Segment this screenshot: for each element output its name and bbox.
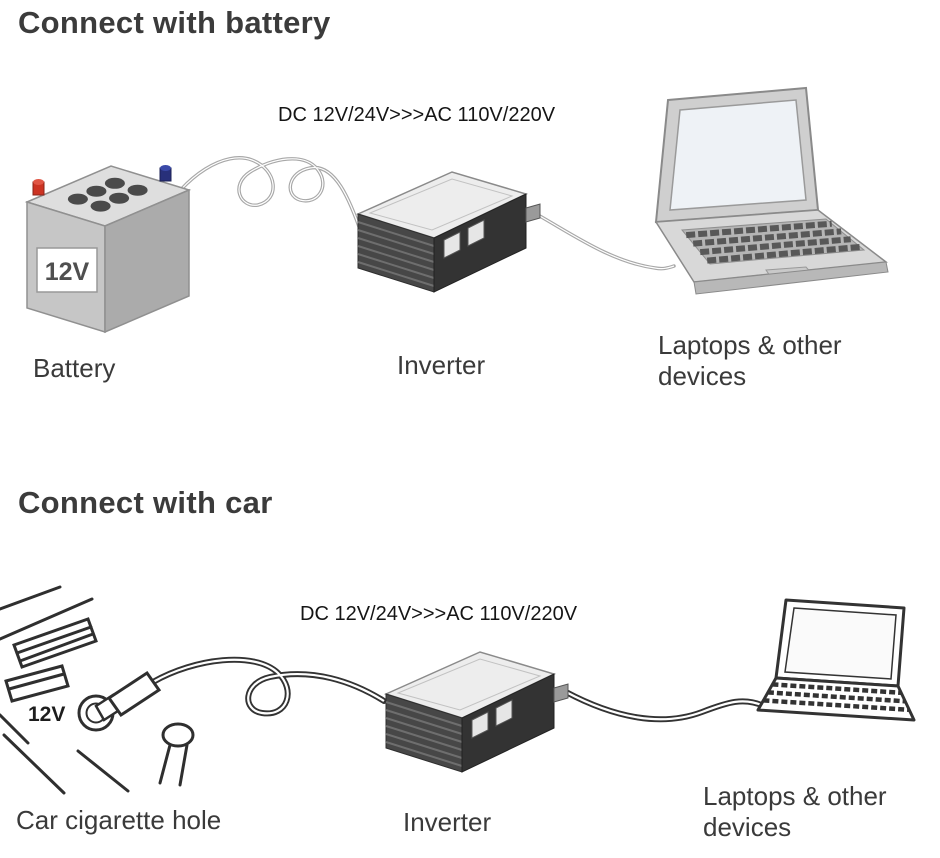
battery-illustration: 12V [15,140,200,340]
battery-voltage-text: 12V [45,258,90,286]
gear-shifter [158,722,195,787]
laptop-outline-screen-inner [784,607,897,680]
battery-label: Battery [33,353,116,383]
inverter-plug-stub [553,683,569,703]
car-dashboard-illustration: 12V [0,585,240,797]
battery-positive-terminal [32,179,45,196]
inverter-outlet-2 [467,219,485,247]
conversion-label-car: DC 12V/24V>>>AC 110V/220V [300,603,578,625]
inverter-top-bevel [396,658,542,711]
cable-inverter-to-laptop [563,689,767,723]
devices-label-battery: Laptops & other devices [658,330,842,391]
section-connect-with-battery: Connect with battery DC 12V/24V>>>AC 110… [15,5,910,391]
socket-voltage-text: 12V [28,703,65,726]
inverter-outlet-2 [495,699,513,727]
car-socket-label: Car cigarette hole [16,805,222,835]
laptop-screen [669,99,807,211]
laptop-outline-key-rows [763,682,910,713]
laptop-outline-illustration [752,588,937,778]
battery-voltage-plate [36,247,98,293]
battery-negative-terminal [159,165,172,182]
cigarette-plug [94,670,162,722]
inverter-vent-ribs [385,701,463,767]
section-title-car: Connect with car [18,485,273,520]
inverter-illustration-car [368,642,573,777]
conversion-label-battery: DC 12V/24V>>>AC 110V/220V [278,104,556,126]
inverter-illustration-battery [340,162,545,297]
dashboard-lines [0,585,130,795]
devices-label-car: Laptops & other devices [703,781,887,842]
inverter-label-battery: Inverter [397,350,486,380]
inverter-plug-stub [525,203,541,223]
inverter-top-bevel [368,178,514,231]
laptop-key-rows [685,220,861,264]
laptop-front-edge [693,261,889,295]
inverter-outlet-face [433,193,527,293]
inverter-label-car: Inverter [403,807,492,837]
inverter-outlet-face [461,673,555,773]
inverter-outlet-1 [443,231,461,259]
inverter-vent-ribs [357,221,435,287]
inverter-outlet-1 [471,711,489,739]
section-title-battery: Connect with battery [18,5,331,40]
battery-side-face [104,188,190,334]
laptop-illustration-battery [648,82,910,324]
section-connect-with-car: Connect with car DC 12V/24V>>>AC 110V/22… [0,455,940,858]
battery-cell-caps [67,177,148,212]
